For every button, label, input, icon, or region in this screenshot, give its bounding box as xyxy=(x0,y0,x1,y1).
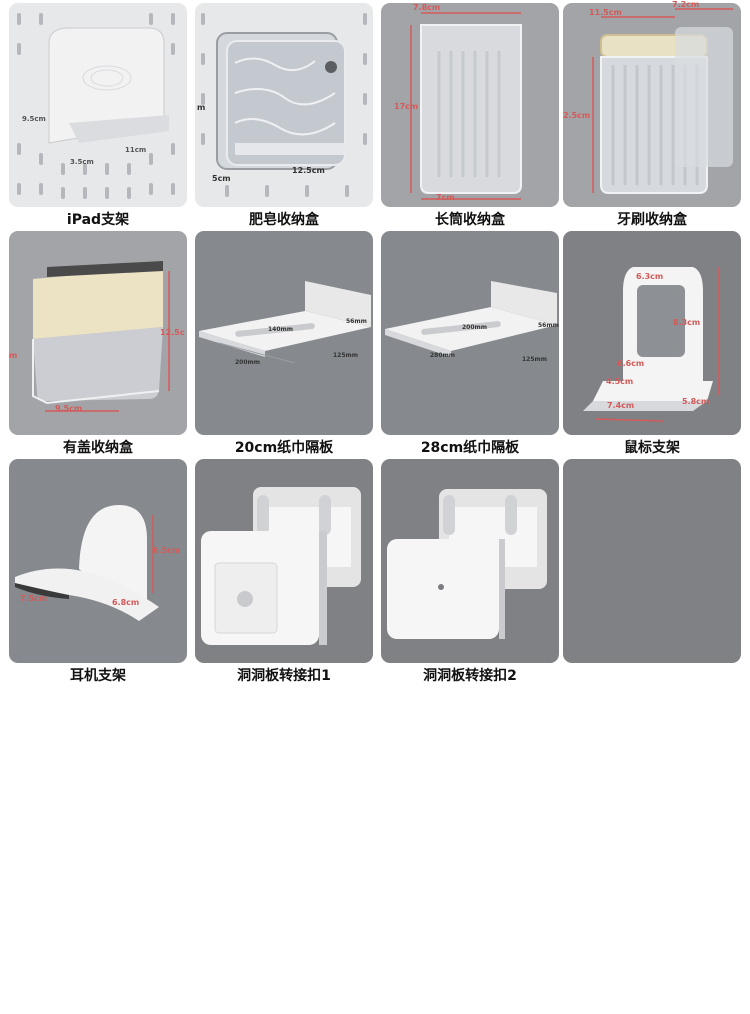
dim-label: 6.6cm xyxy=(617,359,645,368)
product-caption: iPad支架 xyxy=(66,212,130,228)
dim-label: 6.5cm xyxy=(153,546,181,555)
product-caption: 28cm纸巾隔板 xyxy=(420,440,520,456)
product-image-toothbrush-holder[interactable] xyxy=(563,3,741,207)
dim-label: 5cm xyxy=(212,174,231,183)
dim-label: 12.5cm xyxy=(292,166,325,175)
product-image-headphone-stand[interactable] xyxy=(9,459,187,663)
product-caption: 鼠标支架 xyxy=(624,440,680,456)
product-image-ipad-stand[interactable] xyxy=(9,3,187,207)
dim-label: 9.5cm xyxy=(22,115,46,123)
product-caption: 20cm纸巾隔板 xyxy=(234,440,334,456)
dim-label: 7.4cm xyxy=(607,401,635,410)
product-caption: 耳机支架 xyxy=(70,668,126,684)
dim-label: 11.5cm xyxy=(589,8,622,17)
product-caption: 肥皂收纳盒 xyxy=(249,212,319,228)
product-image-lidded-box[interactable] xyxy=(9,231,187,435)
product-image-tissue-shelf-28[interactable] xyxy=(381,231,559,435)
dim-label: 12.5c xyxy=(160,328,185,337)
dim-label: 3.5cm xyxy=(70,158,94,166)
dim-label: 7cm xyxy=(436,193,455,202)
product-caption: 洞洞板转接扣1 xyxy=(237,668,331,684)
dim-label: 56mm xyxy=(346,318,367,325)
dim-label: m xyxy=(197,103,206,112)
dim-label: 8.3cm xyxy=(673,318,701,327)
dim-label: m xyxy=(9,351,18,360)
product-image-tissue-shelf-20[interactable] xyxy=(195,231,373,435)
dim-label: 7.2cm xyxy=(672,0,700,9)
product-image-empty xyxy=(563,459,741,663)
dim-label: 280mm xyxy=(430,352,456,359)
dim-label: 7.5cm xyxy=(20,594,48,603)
dim-label: 200mm xyxy=(235,359,261,366)
dim-label: 6.8cm xyxy=(112,598,140,607)
dim-label: 4.5cm xyxy=(606,377,634,386)
dim-label: 56mm xyxy=(538,322,559,329)
dim-label: 140mm xyxy=(268,326,294,333)
product-image-mouse-stand[interactable] xyxy=(563,231,741,435)
dim-label: 2.5cm xyxy=(563,111,591,120)
product-caption: 有盖收纳盒 xyxy=(63,440,133,456)
product-image-adapter-clip-1[interactable] xyxy=(195,459,373,663)
dim-label: 17cm xyxy=(394,102,419,111)
product-image-adapter-clip-2[interactable] xyxy=(381,459,559,663)
product-caption: 洞洞板转接扣2 xyxy=(423,668,517,684)
product-image-soap-box[interactable] xyxy=(195,3,373,207)
dim-label: 11cm xyxy=(125,146,147,154)
dim-label: 7.8cm xyxy=(413,3,441,12)
dim-label: 6.3cm xyxy=(636,272,664,281)
dim-label: 9.5cm xyxy=(55,404,83,413)
dim-label: 125mm xyxy=(522,356,548,363)
product-caption: 牙刷收纳盒 xyxy=(617,212,687,228)
dim-label: 125mm xyxy=(333,352,359,359)
dim-label: 200mm xyxy=(462,324,488,331)
dim-label: 5.8cm xyxy=(682,397,710,406)
product-caption: 长筒收纳盒 xyxy=(435,212,505,228)
product-image-tall-holder[interactable] xyxy=(381,3,559,207)
